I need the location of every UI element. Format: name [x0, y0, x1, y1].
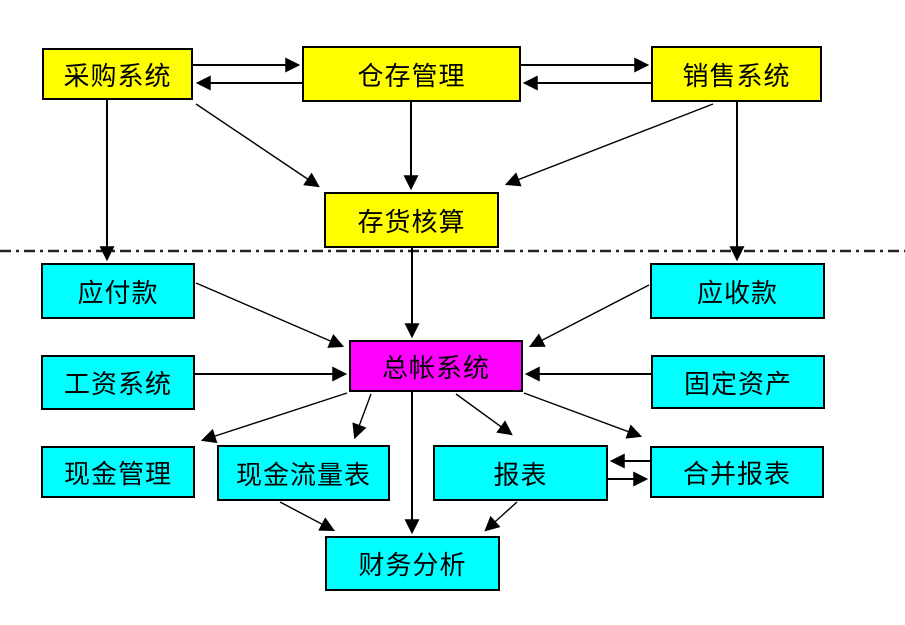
node-reports: 报表 [433, 445, 608, 501]
edge-accounts-payable-to-general-ledger [195, 282, 345, 348]
node-accounts-payable: 应付款 [41, 263, 195, 319]
node-general-ledger: 总帐系统 [349, 340, 523, 392]
node-payroll-system: 工资系统 [41, 355, 195, 410]
edge-general-ledger-to-cash-management [200, 392, 348, 444]
node-fixed-assets: 固定资产 [651, 355, 825, 409]
edge-sales-to-inventory-accounting [504, 103, 714, 187]
node-cash-management: 现金管理 [41, 446, 195, 498]
edge-general-ledger-to-cash-flow-statement [352, 393, 372, 440]
node-purchase-system: 采购系统 [42, 48, 193, 100]
node-cash-flow-statement: 现金流量表 [217, 445, 390, 501]
edge-purchase-to-inventory-accounting [195, 103, 320, 188]
node-financial-analysis: 财务分析 [325, 536, 500, 591]
node-warehouse-management: 仓存管理 [302, 46, 521, 102]
node-accounts-receivable: 应收款 [650, 263, 825, 319]
node-inventory-accounting: 存货核算 [324, 192, 499, 248]
node-consolidated-reports: 合并报表 [650, 446, 824, 498]
edge-general-ledger-to-reports [455, 393, 513, 436]
node-sales-system: 销售系统 [651, 46, 822, 102]
edge-cash-flow-statement-to-financial-analysis [279, 501, 335, 532]
edge-accounts-receivable-to-general-ledger [529, 284, 650, 348]
edge-reports-to-financial-analysis [484, 501, 518, 532]
edge-general-ledger-to-consolidated-reports [523, 392, 643, 439]
